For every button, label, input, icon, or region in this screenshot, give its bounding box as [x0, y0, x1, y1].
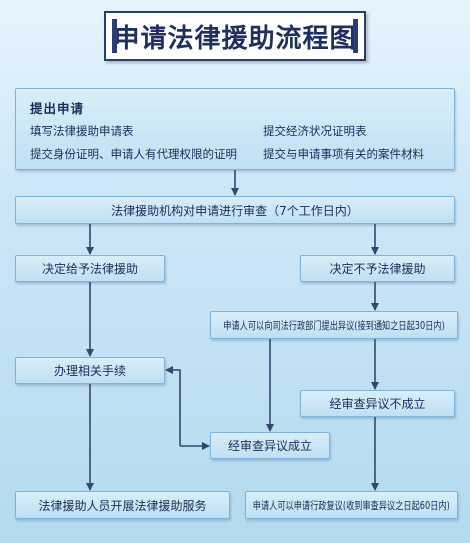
apply-item-case-materials: 提交与申请事项有关的案件材料: [263, 147, 424, 161]
deny-label: 决定不予法律援助: [329, 262, 426, 276]
apply-box: 提出申请 填写法律援助申请表 提交经济状况证明表 提交身份证明、申请人有代理权限…: [15, 88, 455, 170]
apply-heading: 提出申请: [30, 101, 85, 116]
reconsideration-box: 申请人可以申请行政复议(收到审查异议之日起60日内): [245, 491, 458, 519]
apply-item-application-form: 填写法律援助申请表: [30, 124, 134, 138]
service-box: 法律援助人员开展法律援助服务: [15, 491, 230, 519]
objection-rejected-label: 经审查异议不成立: [329, 397, 426, 411]
procedures-box: 办理相关手续: [15, 357, 165, 384]
reconsideration-label: 申请人可以申请行政复议(收到审查异议之日起60日内): [253, 499, 450, 512]
objection-box: 申请人可以向司法行政部门提出异议(接到通知之日起30日内): [210, 311, 458, 339]
review-box: 法律援助机构对申请进行审查（7个工作日内）: [15, 196, 455, 224]
objection-rejected-box: 经审查异议不成立: [300, 390, 455, 417]
title-bar-left: [112, 19, 117, 53]
title-bar-right: [353, 19, 358, 53]
review-label: 法律援助机构对申请进行审查（7个工作日内）: [111, 203, 359, 218]
objection-upheld-label: 经审查异议成立: [227, 439, 312, 453]
apply-item-financial-proof: 提交经济状况证明表: [263, 124, 367, 138]
objection-upheld-box: 经审查异议成立: [210, 432, 330, 459]
service-label: 法律援助人员开展法律援助服务: [38, 498, 207, 513]
page-title: 申请法律援助流程图: [113, 23, 357, 54]
grant-box: 决定给予法律援助: [15, 255, 165, 282]
deny-box: 决定不予法律援助: [300, 255, 455, 282]
objection-label: 申请人可以向司法行政部门提出异议(接到通知之日起30日内): [223, 319, 445, 332]
grant-label: 决定给予法律援助: [41, 262, 138, 276]
title-banner: 申请法律援助流程图: [104, 11, 366, 61]
apply-item-identity-proof: 提交身份证明、申请人有代理权限的证明: [30, 147, 237, 161]
procedures-label: 办理相关手续: [53, 364, 126, 378]
arrow-upheld-to-procedures: [165, 366, 181, 446]
